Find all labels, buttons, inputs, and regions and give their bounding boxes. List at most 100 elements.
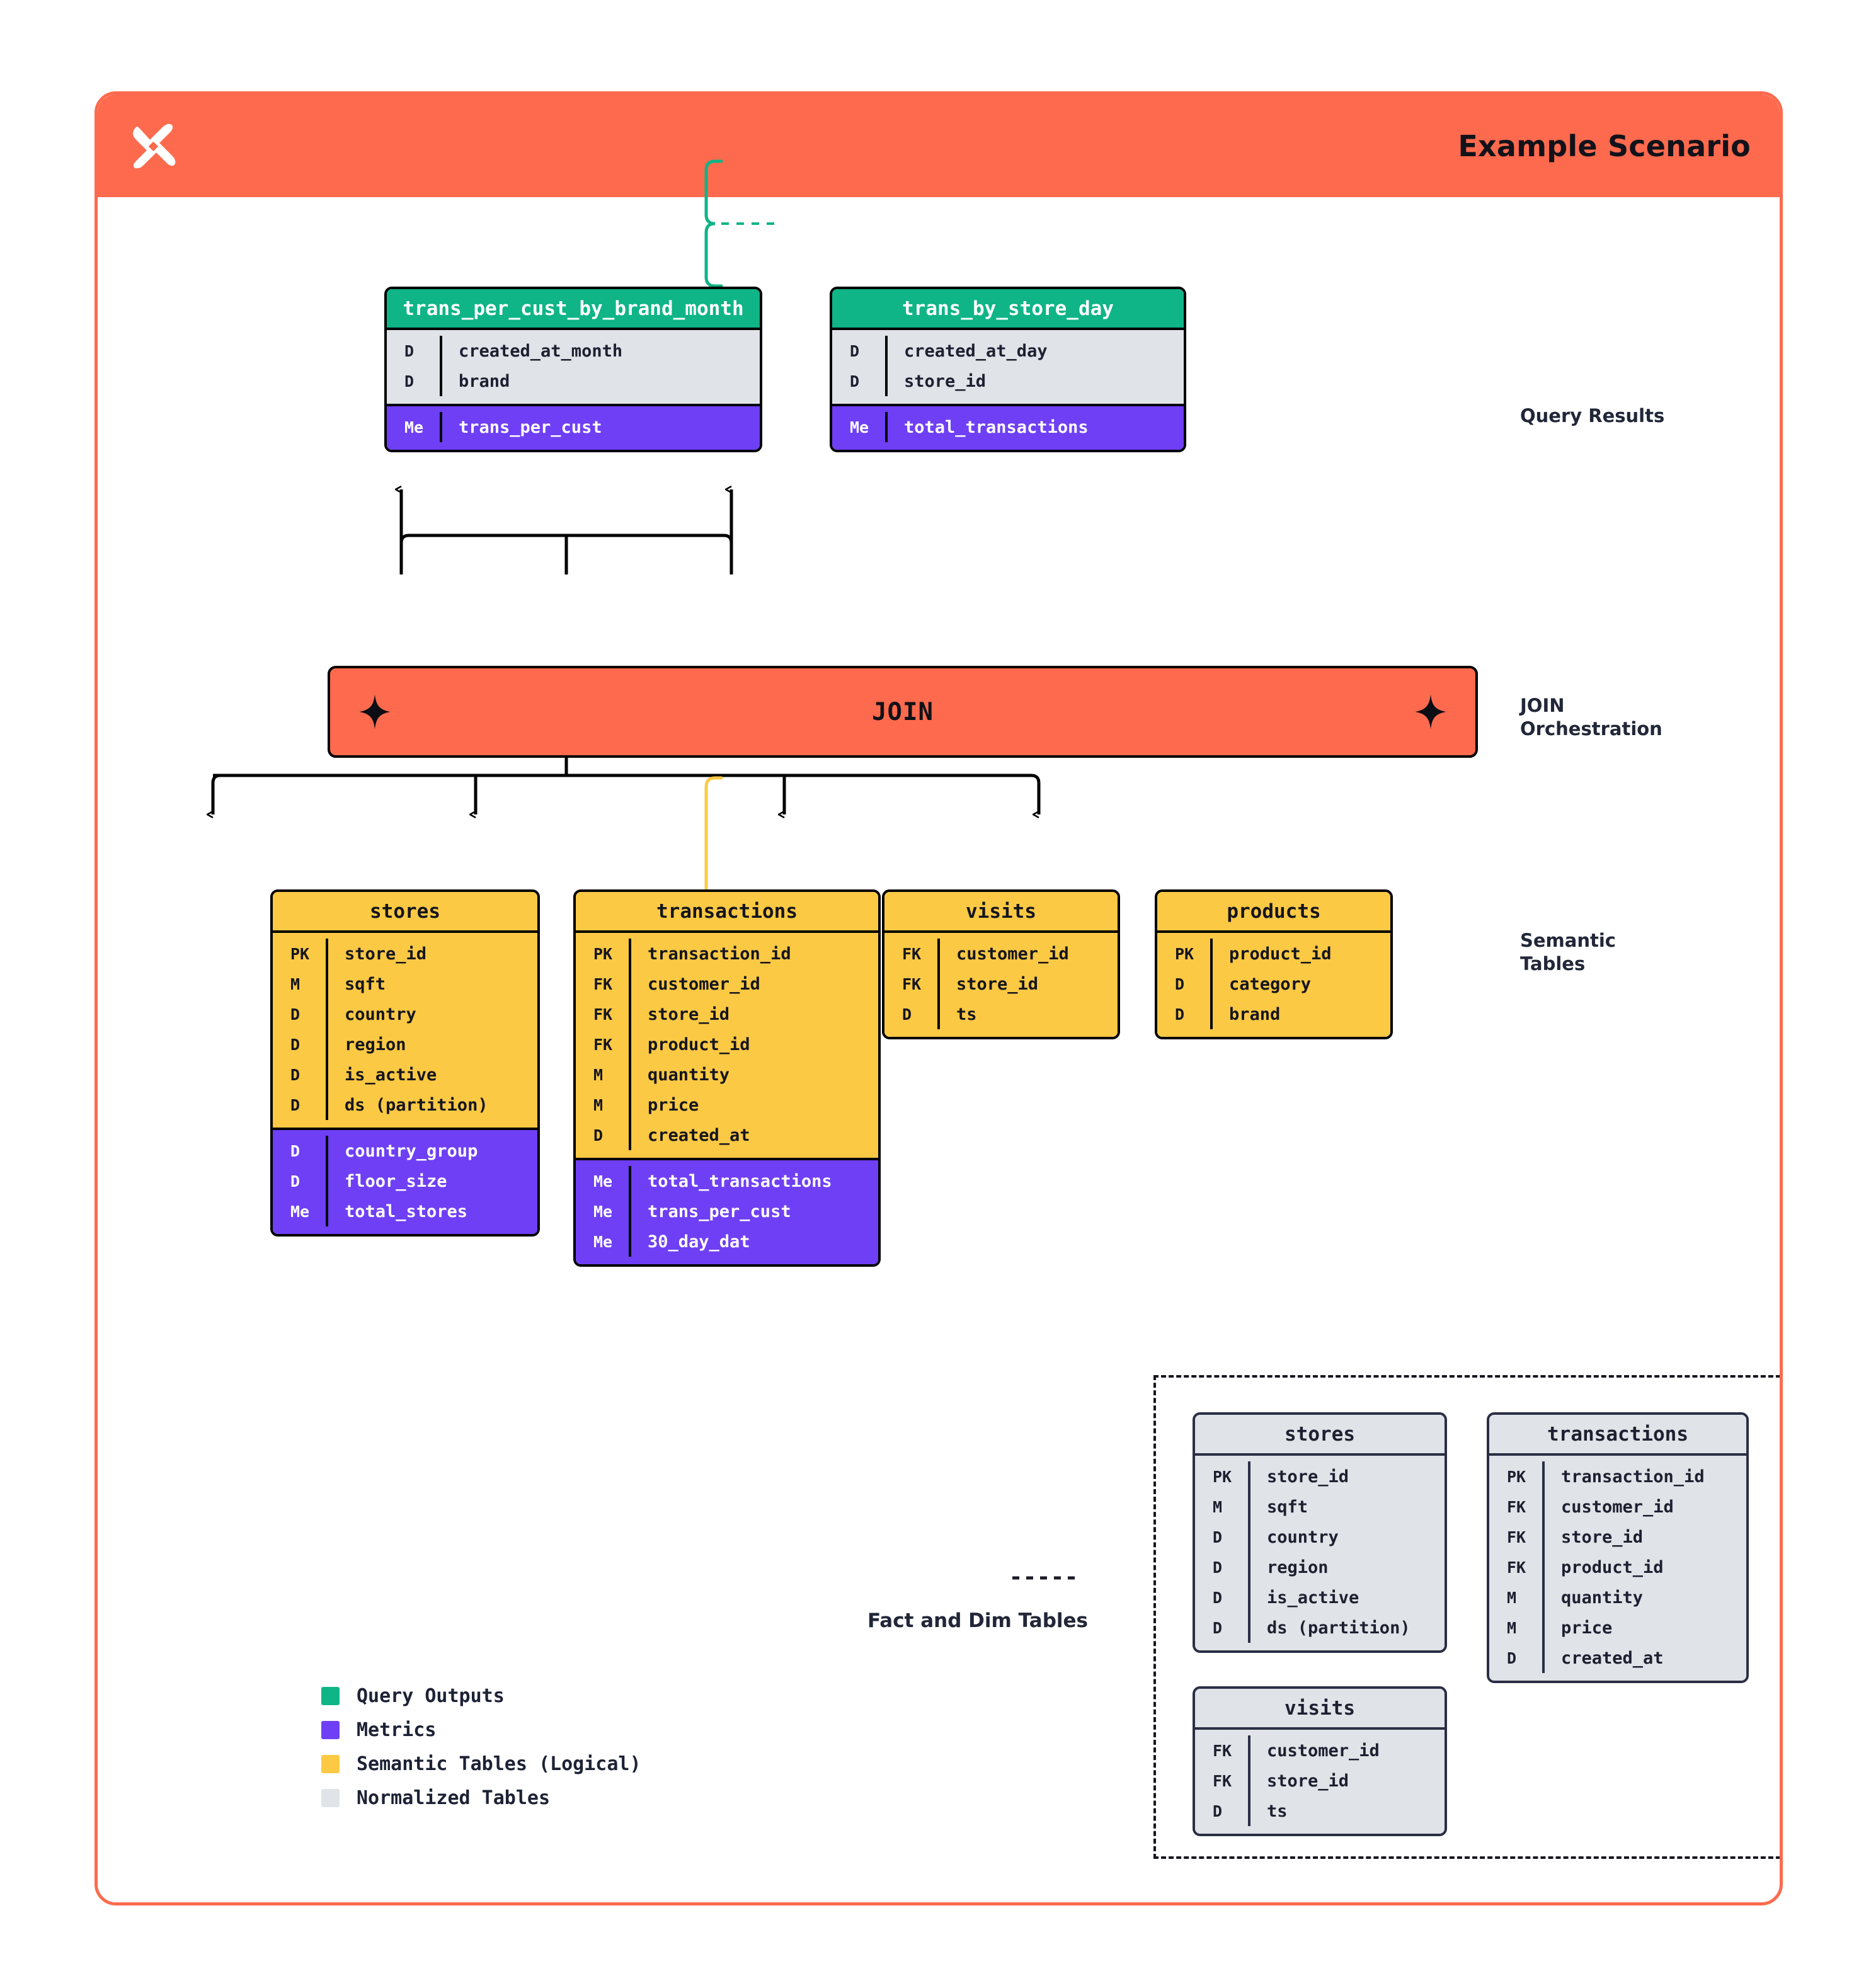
row-key: FK [1507, 1497, 1526, 1516]
row-column: trans_per_cust [629, 1196, 878, 1227]
card-titlebar: Example Scenario [98, 94, 1780, 197]
table-header: stores [1195, 1415, 1445, 1454]
table-row: D store_id [832, 366, 1184, 397]
legend-item: Normalized Tables [321, 1781, 641, 1815]
metric-section: Me trans_per_cust [387, 404, 760, 450]
table-header: trans_by_store_day [832, 289, 1184, 328]
query-result-table-trans-per-cust-by-brand-month[interactable]: trans_per_cust_by_brand_month D created_… [384, 287, 762, 453]
row-key: FK [593, 1005, 613, 1024]
table-row: Me trans_per_cust [387, 412, 760, 443]
row-key: D [290, 1035, 300, 1054]
row-column: customer_id [1248, 1735, 1445, 1766]
row-column: ts [937, 999, 1118, 1030]
row-key: D [1213, 1558, 1223, 1577]
sparkle-icon [1412, 694, 1449, 730]
row-column: created_at [629, 1120, 878, 1151]
row-key: PK [1507, 1467, 1526, 1486]
legend-swatch-semantic-tables [321, 1754, 340, 1773]
table-row: D created_at_month [387, 336, 760, 367]
row-key: Me [593, 1232, 613, 1251]
row-key: D [1213, 1528, 1223, 1546]
row-column: sqft [1248, 1492, 1445, 1522]
row-key: FK [1507, 1528, 1526, 1546]
legend-swatch-normalized-tables [321, 1788, 340, 1807]
row-key: M [1507, 1618, 1517, 1637]
row-key: PK [1175, 944, 1194, 963]
row-column: trans_per_cust [440, 412, 760, 443]
row-column: floor_size [326, 1166, 537, 1197]
row-column: brand [1210, 999, 1390, 1030]
row-column: 30_day_dat [629, 1226, 878, 1257]
row-column: store_id [885, 366, 1184, 397]
page-title: Example Scenario [1458, 129, 1751, 163]
row-column: price [629, 1090, 878, 1121]
table-header: transactions [1489, 1415, 1746, 1454]
join-label: JOIN [872, 697, 934, 726]
row-column: region [1248, 1552, 1445, 1583]
join-orchestration-bar[interactable]: JOIN [328, 666, 1478, 758]
row-column: price [1542, 1613, 1746, 1643]
row-column: customer_id [937, 939, 1118, 969]
row-column: store_id [1248, 1766, 1445, 1797]
row-column: store_id [629, 999, 878, 1030]
row-column: total_transactions [885, 412, 1184, 443]
row-column: category [1210, 969, 1390, 1000]
row-key: FK [1213, 1771, 1232, 1790]
row-key: D [290, 1141, 300, 1160]
row-key: Me [850, 418, 869, 437]
row-key: D [290, 1172, 300, 1191]
table-row: FK store_id [1195, 1766, 1445, 1797]
table-row: Me 30_day_dat [576, 1226, 878, 1257]
query-result-table-trans-by-store-day[interactable]: trans_by_store_day D created_at_day D st… [830, 287, 1186, 453]
row-key: FK [902, 974, 922, 993]
row-key: D [1507, 1648, 1517, 1667]
row-key: D [850, 341, 860, 360]
annotation-join-orchestration: JOIN Orchestration [1520, 695, 1662, 740]
row-key: Me [593, 1172, 613, 1191]
row-column: ds (partition) [1248, 1613, 1445, 1643]
row-key: D [1213, 1802, 1223, 1820]
dimension-section: D created_at_day D store_id [832, 328, 1184, 404]
row-column: store_id [1248, 1461, 1445, 1492]
row-key: PK [290, 944, 310, 963]
sparkle-icon [357, 694, 393, 730]
row-column: transaction_id [1542, 1461, 1746, 1492]
row-column: country [326, 999, 537, 1030]
row-key: PK [1213, 1467, 1232, 1486]
dimension-section: D created_at_month D brand [387, 328, 760, 404]
table-row: PK transaction_id [1489, 1461, 1746, 1492]
legend-item: Metrics [321, 1713, 641, 1747]
table-row: Me total_transactions [576, 1166, 878, 1197]
annotation-fact-and-dim-tables: Fact and Dim Tables [867, 1609, 1088, 1632]
row-column: store_id [1542, 1522, 1746, 1553]
row-column: total_transactions [629, 1166, 878, 1197]
row-column: quantity [1542, 1582, 1746, 1613]
row-column: total_stores [326, 1196, 537, 1227]
